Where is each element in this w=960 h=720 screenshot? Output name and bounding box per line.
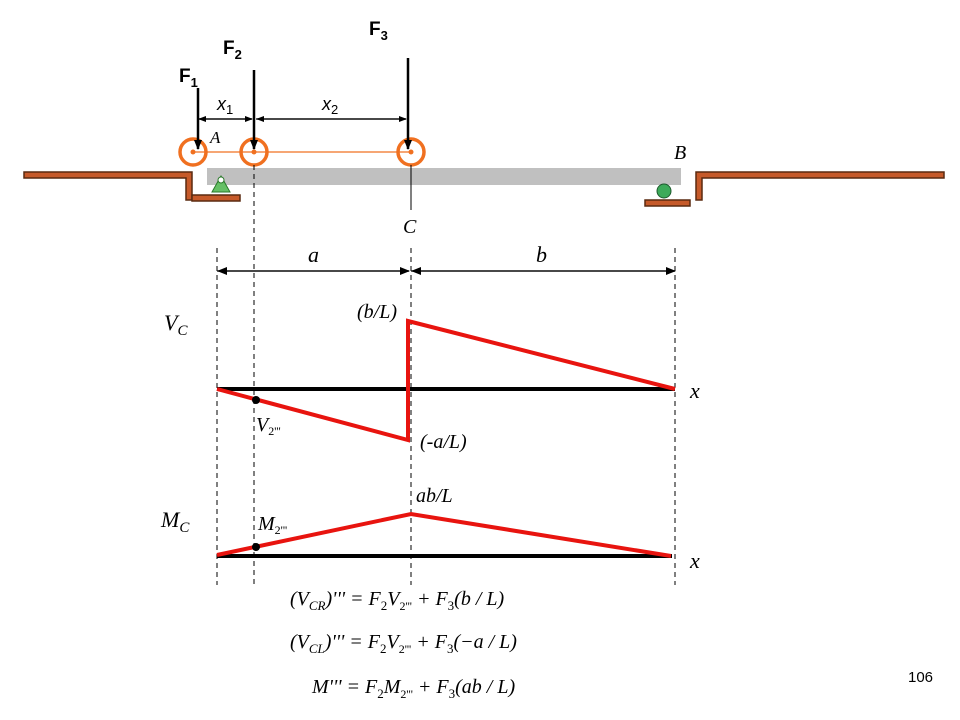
shear-influence-line bbox=[216, 318, 676, 443]
right-abutment bbox=[644, 171, 945, 207]
moment-point-2 bbox=[252, 543, 260, 551]
force-label-1: F1 bbox=[179, 66, 198, 90]
moment-peak-label: ab/L bbox=[416, 485, 453, 507]
beam bbox=[207, 168, 681, 185]
pin-support-a bbox=[211, 174, 231, 193]
shear-x-axis-label: x bbox=[689, 378, 700, 403]
shear-point-2 bbox=[252, 396, 260, 404]
point-label-c: C bbox=[403, 216, 417, 238]
moment-x-axis-label: x bbox=[689, 548, 700, 573]
force-label-2: F2 bbox=[223, 38, 242, 62]
equation-moment: M''' = F2M2''' + F3(ab / L) bbox=[311, 676, 515, 701]
equation-shear-left: (VCL)''' = F2V2''' + F3(−a / L) bbox=[290, 631, 517, 656]
shear-axis-label: VC bbox=[164, 310, 188, 339]
shear-point-label: V2''' bbox=[256, 414, 281, 438]
roller-support-b bbox=[656, 183, 672, 199]
load-marker-1 bbox=[178, 137, 208, 167]
moment-axis-label: MC bbox=[160, 507, 190, 536]
force-label-3: F3 bbox=[369, 19, 388, 43]
point-label-a: A bbox=[209, 128, 221, 147]
spacing-label-x1: x1 bbox=[216, 94, 233, 117]
equation-shear-right: (VCR)''' = F2V2''' + F3(b / L) bbox=[290, 588, 505, 613]
point-label-b: B bbox=[674, 142, 686, 164]
moment-influence-line bbox=[216, 511, 672, 558]
span-label-b: b bbox=[536, 242, 547, 267]
shear-trough-label: (-a/L) bbox=[420, 431, 467, 453]
shear-peak-label: (b/L) bbox=[357, 301, 397, 323]
spacing-label-x2: x2 bbox=[321, 94, 338, 117]
moment-point-label: M2''' bbox=[257, 513, 287, 537]
page-number: 106 bbox=[908, 669, 933, 686]
left-abutment bbox=[23, 171, 241, 202]
span-label-a: a bbox=[308, 242, 319, 267]
